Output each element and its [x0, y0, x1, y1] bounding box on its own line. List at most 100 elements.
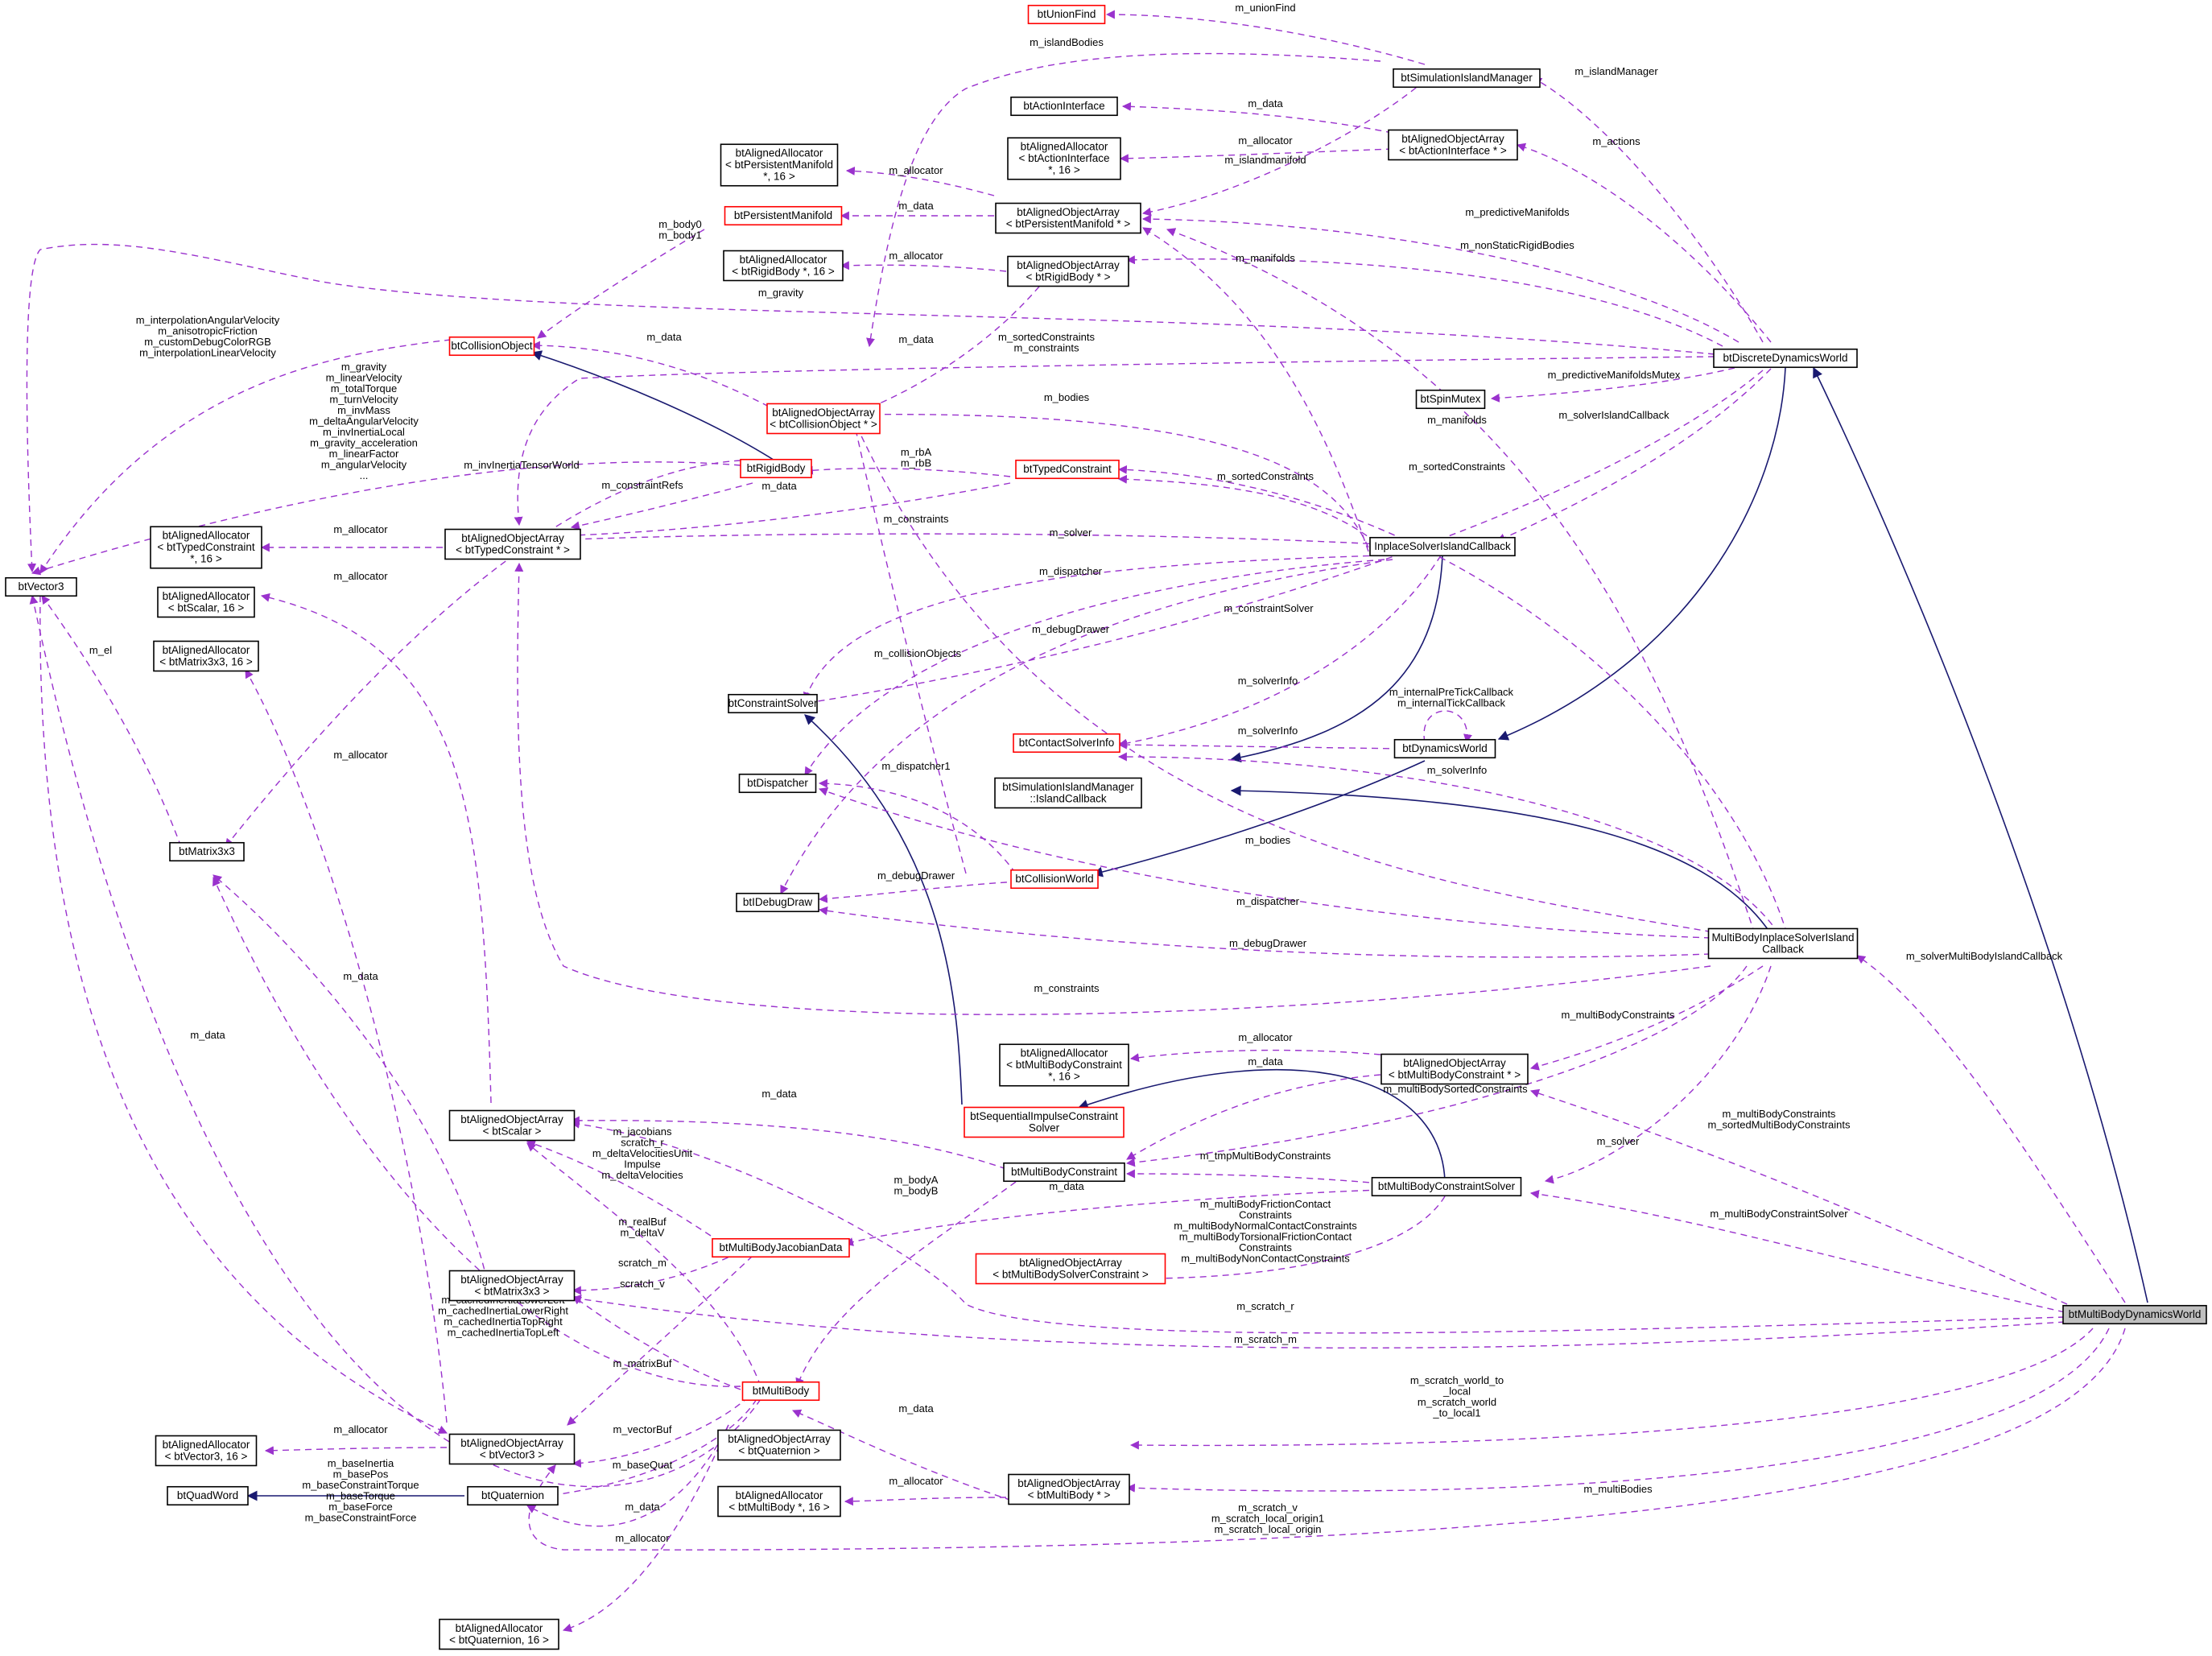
class-node-bt-contact-solver-info[interactable]: btContactSolverInfo — [1013, 733, 1120, 754]
class-node-bt-collision-object[interactable]: btCollisionObject — [448, 336, 535, 357]
class-node-bt-aligned-object-array-rigid-body[interactable]: btAlignedObjectArray< btRigidBody * > — [1007, 255, 1129, 287]
class-node-label: < btMatrix3x3 > — [474, 1285, 549, 1297]
class-node-label: btDiscreteDynamicsWorld — [1723, 352, 1847, 364]
class-node-box — [717, 1485, 841, 1518]
class-node-bt-aligned-allocator-multi-body[interactable]: btAlignedAllocator< btMultiBody *, 16 > — [717, 1485, 841, 1518]
class-node-bt-aligned-object-array-multi-body-solver-constraint[interactable]: btAlignedObjectArray< btMultiBodySolverC… — [975, 1253, 1166, 1285]
member-edge-solverinfo-1 — [1117, 555, 1442, 748]
class-node-bt-spin-mutex[interactable]: btSpinMutex — [1415, 389, 1486, 410]
member-edge-allocator-rb — [840, 261, 1007, 272]
class-node-label: btAlignedObjectArray — [1019, 1257, 1122, 1269]
edge-label-line: m_solverInfo — [1238, 725, 1298, 737]
member-edge-islandmanifold — [1141, 80, 1426, 217]
edge-label-m-solvermultibodyislandcallback: m_solverMultiBodyIslandCallback — [1906, 950, 2063, 962]
edge-label-m-actions: m_actions — [1592, 135, 1640, 147]
class-node-bt-constraint-solver[interactable]: btConstraintSolver — [728, 693, 818, 714]
class-node-box — [741, 1381, 820, 1402]
class-node-bt-aligned-object-array-quaternion[interactable]: btAlignedObjectArray< btQuaternion > — [717, 1429, 841, 1461]
class-node-bt-multi-body-constraint[interactable]: btMultiBodyConstraint — [1003, 1162, 1125, 1183]
class-node-bt-vector3[interactable]: btVector3 — [5, 576, 77, 597]
class-node-bt-aligned-object-array-persistent-manifold[interactable]: btAlignedObjectArray< btPersistentManifo… — [995, 202, 1141, 234]
class-node-bt-quad-word[interactable]: btQuadWord — [167, 1485, 249, 1506]
class-node-label: btAlignedObjectArray — [460, 1437, 563, 1449]
edge-label-line: m_constraints — [1014, 342, 1079, 354]
class-node-bt-aligned-allocator-quaternion[interactable]: btAlignedAllocator< btQuaternion, 16 > — [439, 1618, 559, 1650]
class-node-bt-aligned-allocator-persistent-manifold[interactable]: btAlignedAllocator< btPersistentManifold… — [720, 143, 839, 187]
class-node-bt-aligned-allocator-action-interface[interactable]: btAlignedAllocator< btActionInterface *,… — [1007, 137, 1121, 180]
class-node-bt-aligned-allocator-typed-constraint[interactable]: btAlignedAllocator< btTypedConstraint *,… — [150, 526, 262, 569]
class-node-bt-typed-constraint[interactable]: btTypedConstraint — [1015, 459, 1120, 480]
edge-label-line: m_allocator — [889, 164, 943, 176]
class-node-bt-aligned-object-array-matrix3x3[interactable]: btAlignedObjectArray< btMatrix3x3 > — [448, 1270, 576, 1302]
edge-label-line: m_scratch_r — [1236, 1300, 1294, 1312]
class-node-bt-quaternion[interactable]: btQuaternion — [467, 1485, 559, 1506]
edge-label-m-solver-2: m_solver — [1597, 1135, 1640, 1147]
class-node-box — [1371, 1176, 1522, 1197]
class-node-box — [723, 250, 844, 282]
member-edge-scratch-m — [572, 1247, 749, 1295]
class-node-bt-aligned-allocator-scalar[interactable]: btAlignedAllocator< btScalar, 16 > — [157, 586, 255, 618]
class-node-bt-aligned-object-array-vector3[interactable]: btAlignedObjectArray< btVector3 > — [448, 1433, 576, 1465]
inherit-edge-mbworld-discrete — [1813, 366, 2148, 1303]
class-node-bt-multi-body[interactable]: btMultiBody — [741, 1381, 820, 1402]
class-node-bt-multi-body-jacobian-data[interactable]: btMultiBodyJacobianData — [712, 1237, 850, 1258]
member-edge-dispatcher1 — [818, 778, 1017, 874]
edge-label-m-el: m_el — [89, 644, 112, 656]
edge-label-m-sortedconstraints-2: m_sortedConstraints — [1217, 470, 1314, 482]
class-node-bt-multi-body-dynamics-world[interactable]: btMultiBodyDynamicsWorld — [2062, 1304, 2207, 1325]
edge-label-line: m_dispatcher — [1039, 565, 1103, 577]
class-node-bt-aligned-object-array-multi-body-constraint[interactable]: btAlignedObjectArray< btMultiBodyConstra… — [1380, 1053, 1529, 1085]
edge-label-line: m_baseForce — [328, 1501, 392, 1513]
edge-label-m-solver-1: m_solver — [1050, 527, 1092, 539]
class-node-bt-rigid-body[interactable]: btRigidBody — [740, 458, 812, 479]
class-node-bt-dynamics-world[interactable]: btDynamicsWorld — [1393, 738, 1496, 759]
member-edge-multibodies — [1125, 1328, 2110, 1493]
edge-label-line: m_allocator — [333, 570, 388, 582]
edge-label-m-bodies-2: m_bodies — [1245, 834, 1291, 846]
class-node-bt-dispatcher[interactable]: btDispatcher — [738, 773, 817, 794]
edge-label-line: m_multiBodyTorsionalFrictionContact — [1179, 1231, 1352, 1243]
class-node-label: < btVector3 > — [480, 1448, 544, 1460]
class-node-label: < btVector3, 16 > — [165, 1450, 248, 1462]
member-edge-matrixbuf — [213, 876, 741, 1387]
edge-label-m-predictivemanifolds: m_predictiveManifolds — [1465, 206, 1570, 218]
class-node-bt-idebug-draw[interactable]: btIDebugDraw — [736, 892, 819, 913]
class-node-bt-aligned-object-array-scalar[interactable]: btAlignedObjectArray< btScalar > — [448, 1109, 576, 1142]
class-node-bt-action-interface[interactable]: btActionInterface — [1010, 96, 1118, 117]
edge-label-line: m_solverIslandCallback — [1558, 409, 1669, 421]
edge-label-line: m_predictiveManifoldsMutex — [1548, 369, 1681, 381]
class-node-bt-aligned-object-array-multi-body[interactable]: btAlignedObjectArray< btMultiBody * > — [1008, 1473, 1130, 1505]
class-node-label: < btQuaternion, 16 > — [449, 1633, 549, 1646]
class-node-bt-multi-body-constraint-solver[interactable]: btMultiBodyConstraintSolver — [1371, 1176, 1522, 1197]
class-node-bt-discrete-dynamics-world[interactable]: btDiscreteDynamicsWorld — [1713, 348, 1858, 369]
edge-label-line: m_baseTorque — [326, 1490, 395, 1502]
class-node-bt-simulation-island-manager[interactable]: btSimulationIslandManager — [1393, 68, 1541, 89]
class-node-bt-simulation-island-manager-island-callback[interactable]: btSimulationIslandManager::IslandCallbac… — [994, 777, 1142, 809]
class-node-bt-union-find[interactable]: btUnionFind — [1027, 4, 1106, 25]
class-node-bt-aligned-allocator-multi-body-constraint[interactable]: btAlignedAllocator< btMultiBodyConstrain… — [999, 1043, 1129, 1087]
member-edge-body0-body1 — [537, 229, 705, 339]
class-node-bt-aligned-allocator-matrix3x3[interactable]: btAlignedAllocator< btMatrix3x3, 16 > — [153, 640, 259, 672]
edge-label-line: m_data — [190, 1029, 225, 1041]
edge-label-line: m_deltaAngularVelocity — [309, 415, 419, 427]
class-node-bt-aligned-object-array-typed-constraint[interactable]: btAlignedObjectArray< btTypedConstraint … — [444, 528, 581, 560]
edge-label-line: m_multiBodyNormalContactConstraints — [1174, 1220, 1357, 1232]
edge-label-line: m_debugDrawer — [1229, 937, 1307, 949]
class-node-bt-aligned-allocator-vector3[interactable]: btAlignedAllocator< btVector3, 16 > — [155, 1435, 258, 1467]
class-node-bt-persistent-manifold[interactable]: btPersistentManifold — [724, 205, 843, 226]
edge-label-m-data-scalar: m_data — [761, 1088, 797, 1100]
edge-label-m-constraintsolver: m_constraintSolver — [1224, 602, 1314, 614]
class-node-bt-aligned-allocator-rigid-body[interactable]: btAlignedAllocator< btRigidBody *, 16 > — [723, 250, 844, 282]
class-node-bt-aligned-object-array-collision-object[interactable]: btAlignedObjectArray< btCollisionObject … — [766, 403, 881, 435]
member-edge-collisionobjects — [850, 417, 967, 874]
class-node-label: < btScalar > — [483, 1125, 542, 1137]
class-node-bt-matrix3x3[interactable]: btMatrix3x3 — [169, 841, 245, 862]
class-node-bt-aligned-object-array-action-interface[interactable]: btAlignedObjectArray< btActionInterface … — [1388, 129, 1518, 161]
class-node-bt-collision-world[interactable]: btCollisionWorld — [1010, 869, 1099, 890]
class-node-inplace-solver-island-callback[interactable]: InplaceSolverIslandCallback — [1369, 536, 1516, 557]
inherit-edge-mbsolver-sequential — [1077, 1069, 1446, 1182]
member-edge-internalcallbacks — [1423, 710, 1472, 744]
